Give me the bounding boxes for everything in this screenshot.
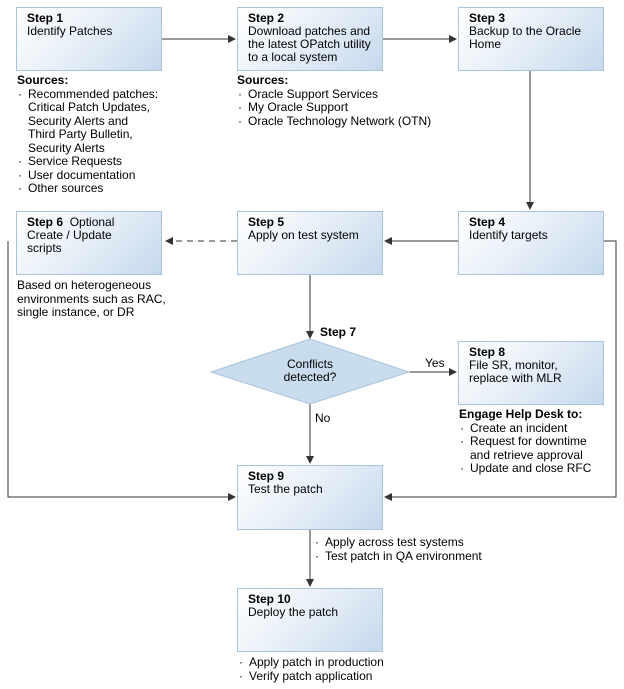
list-item-line: Request for downtime [470, 434, 587, 448]
step1-sources-note: Sources: Recommended patches: Critical P… [17, 73, 217, 196]
list-item-line: Test patch in QA environment [325, 548, 482, 563]
list-item: Oracle Support Services [237, 86, 457, 102]
step2-title: Step 2 [248, 11, 285, 25]
list-item: Apply patch in production [238, 655, 458, 670]
list-item-line: User documentation [28, 167, 136, 182]
list-item-line: Security Alerts and [28, 113, 129, 128]
list-item-line: Verify patch application [249, 668, 373, 683]
step9-title: Step 9 [248, 469, 285, 483]
arrow-step6-to-step9 [7, 241, 236, 501]
arrow-step4-to-step9 [384, 240, 617, 501]
step7-question-line1: Conflicts [286, 357, 333, 371]
step2-box: Step 2 Download patches and the latest O… [237, 7, 383, 71]
step1-sources-heading: Sources: [17, 73, 69, 87]
no-label: No [315, 411, 331, 425]
step2-text-line1: Download patches and [248, 24, 371, 38]
step1-box: Step 1 Identify Patches [16, 7, 162, 71]
step8-help-note: Engage Help Desk to: Create an incident … [459, 407, 619, 476]
step2-text-line2: the latest OPatch utility [248, 37, 371, 51]
list-item: Request for downtime and retrieve approv… [459, 434, 619, 462]
list-item-line: Update and close RFC [470, 461, 592, 475]
step1-text: Identify Patches [27, 24, 113, 38]
list-item-line: Oracle Support Services [248, 86, 379, 101]
step8-text-line1: File SR, monitor, [469, 358, 558, 372]
list-item-line: Third Party Bulletin, [28, 127, 133, 141]
step2-sources-heading: Sources: [237, 73, 289, 87]
step3-title: Step 3 [469, 11, 506, 25]
step7-question-line2: detected? [283, 370, 337, 384]
list-item-line: Oracle Technology Network (OTN) [248, 113, 432, 128]
step7-decision-diamond [209, 338, 411, 405]
list-item-line: My Oracle Support [248, 100, 349, 114]
step3-text-line1: Backup to the Oracle [469, 24, 582, 38]
step6-optional-label: Optional [69, 215, 115, 229]
step6-note: Based on heterogeneous environments such… [17, 278, 217, 320]
step9-note: Apply across test systems Test patch in … [314, 535, 534, 564]
step9-box: Step 9 Test the patch [237, 465, 383, 530]
step10-note: Apply patch in production Verify patch a… [238, 655, 458, 684]
step5-box: Step 5 Apply on test system [237, 211, 383, 275]
list-item: Other sources [17, 181, 217, 196]
list-item: Recommended patches: Critical Patch Upda… [17, 86, 217, 156]
list-item-line: Recommended patches: [28, 86, 159, 101]
list-item: Create an incident [459, 420, 619, 436]
list-item: My Oracle Support [237, 100, 457, 115]
step5-title: Step 5 [248, 215, 285, 229]
step8-help-heading: Engage Help Desk to: [459, 407, 583, 421]
step2-text-line3: to a local system [248, 50, 338, 64]
list-item: Test patch in QA environment [314, 548, 534, 564]
step8-text-line2: replace with MLR [469, 371, 562, 385]
list-item-line: Apply patch in production [249, 655, 384, 669]
list-item: Oracle Technology Network (OTN) [237, 113, 457, 129]
step6-note-line2: environments such as RAC, [17, 291, 166, 306]
step6-box: Step 6 Optional Create / Update scripts [16, 211, 162, 275]
step6-text-line1: Create / Update [27, 228, 112, 242]
step5-text: Apply on test system [248, 228, 359, 242]
step10-title: Step 10 [248, 592, 291, 606]
list-item-line: Other sources [28, 181, 104, 195]
list-item: Verify patch application [238, 668, 458, 684]
list-item-line: Critical Patch Updates, [28, 100, 151, 114]
step2-sources-note: Sources: Oracle Support Services My Orac… [237, 73, 457, 129]
list-item-line: and retrieve approval [470, 447, 583, 462]
yes-label: Yes [425, 356, 445, 370]
list-item: Service Requests [17, 154, 217, 169]
step6-text-line2: scripts [27, 241, 62, 255]
step7-question: Conflicts detected? [260, 358, 360, 384]
step4-text: Identify targets [469, 228, 548, 242]
step6-note-line1: Based on heterogeneous [17, 278, 152, 292]
step7-title: Step 7 [320, 325, 357, 339]
list-item: Apply across test systems [314, 535, 534, 550]
step1-title: Step 1 [27, 11, 64, 25]
step3-box: Step 3 Backup to the Oracle Home [458, 7, 604, 71]
step6-note-line3: single instance, or DR [17, 305, 135, 319]
step9-text: Test the patch [248, 482, 323, 496]
list-item-line: Apply across test systems [325, 535, 464, 549]
list-item-line: Create an incident [470, 420, 568, 435]
step4-title: Step 4 [469, 215, 506, 229]
list-item: User documentation [17, 167, 217, 183]
list-item-line: Service Requests [28, 154, 123, 168]
step3-text-line2: Home [469, 37, 502, 51]
step10-box: Step 10 Deploy the patch [237, 588, 383, 652]
list-item: Update and close RFC [459, 461, 619, 476]
step10-text: Deploy the patch [248, 605, 339, 619]
step4-box: Step 4 Identify targets [458, 211, 604, 275]
list-item-line: Security Alerts [28, 140, 105, 155]
step8-title: Step 8 [469, 345, 506, 359]
step8-box: Step 8 File SR, monitor, replace with ML… [458, 341, 604, 405]
step6-title: Step 6 [27, 215, 64, 229]
